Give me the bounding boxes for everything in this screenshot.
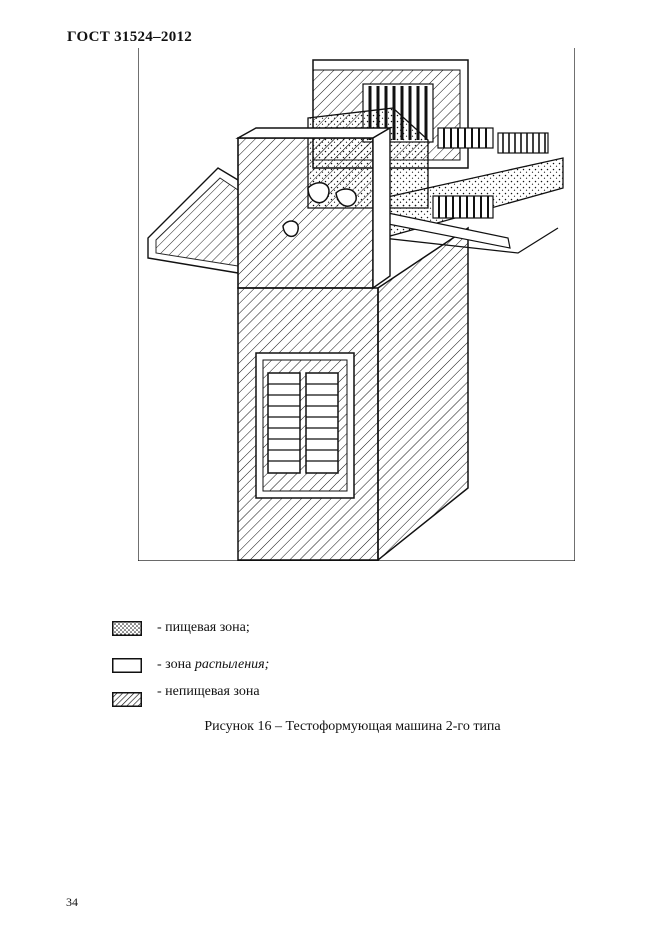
dotted-swatch	[112, 621, 142, 636]
legend-label: - зона распыления;	[157, 657, 269, 673]
page-number: 34	[66, 895, 78, 909]
machine-figure	[138, 48, 575, 561]
legend-label-plain: - зона	[157, 657, 195, 672]
empty-swatch	[112, 658, 142, 673]
front-head	[235, 126, 393, 290]
machine-base	[237, 226, 469, 561]
machine-drawing	[138, 48, 575, 561]
handle-frame	[147, 167, 239, 274]
legend-label: - непищевая зона	[157, 684, 260, 699]
figure-caption: Рисунок 16 – Тестоформующая машина 2-го …	[0, 719, 661, 735]
hatched-swatch	[112, 692, 142, 707]
conveyor	[382, 127, 564, 254]
standard-title: ГОСТ 31524–2012	[67, 29, 193, 45]
legend-label: - пищевая зона;	[157, 620, 250, 635]
figure-caption-text: Рисунок 16 – Тестоформующая машина 2-го …	[204, 719, 501, 734]
legend-label-italic: распыления;	[194, 657, 270, 672]
